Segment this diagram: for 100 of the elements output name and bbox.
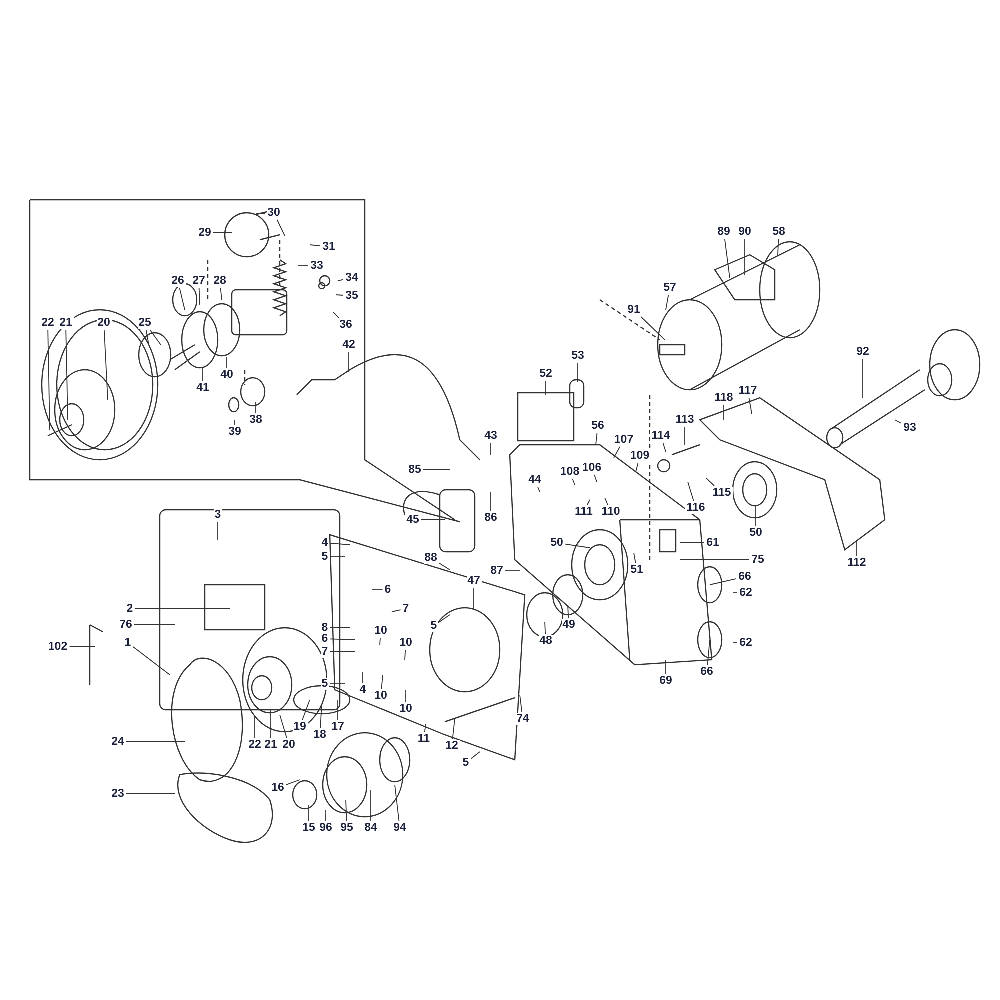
callout-number: 87 [490, 565, 504, 577]
leader-line [587, 500, 590, 506]
callout-number: 53 [570, 350, 586, 362]
callout-number: 50 [550, 537, 564, 549]
callout-number: 34 [344, 272, 360, 284]
callout-number: 6 [320, 633, 330, 645]
callout-number: 85 [408, 464, 422, 476]
callout-number: 76 [118, 619, 134, 631]
leader-line [710, 578, 737, 586]
callout-number: 23 [110, 788, 126, 800]
callout-number: 19 [292, 721, 308, 733]
leader-line [348, 352, 350, 372]
callout-number: 21 [264, 739, 278, 751]
callout-number: 20 [96, 317, 112, 329]
callout-number: 26 [170, 275, 186, 287]
leader-line [862, 358, 864, 398]
leader-line [505, 570, 520, 572]
leader-line [362, 672, 364, 684]
callout-number: 114 [650, 430, 672, 442]
callout-number: 24 [110, 736, 126, 748]
callout-number: 16 [270, 782, 286, 794]
callout-number: 109 [629, 450, 651, 462]
leader-line [520, 694, 523, 712]
leader-line [568, 604, 570, 618]
leader-line [572, 478, 576, 486]
leader-line [48, 330, 50, 430]
leader-line [744, 238, 746, 276]
leader-line [684, 426, 686, 446]
leader-line [134, 608, 230, 610]
callout-number: 10 [398, 637, 414, 649]
leader-line [394, 784, 400, 822]
leader-line [202, 368, 204, 382]
callout-number: 12 [444, 740, 460, 752]
leader-line [894, 420, 902, 424]
leader-line [392, 610, 402, 612]
callout-number: 28 [212, 275, 228, 287]
leader-line [330, 638, 356, 640]
callout-number: 11 [416, 733, 432, 745]
leader-line [308, 804, 310, 822]
callout-number: 8 [320, 622, 330, 634]
leader-line [276, 220, 286, 236]
callout-number: 69 [658, 675, 674, 687]
callout-number: 20 [282, 739, 296, 751]
leader-line [302, 700, 310, 720]
callout-number: 33 [310, 260, 324, 272]
callout-number: 5 [320, 551, 330, 563]
leader-line [226, 356, 228, 368]
leader-line [213, 232, 232, 234]
callout-number: 56 [590, 420, 606, 432]
leader-line [254, 714, 256, 738]
leader-line [565, 544, 590, 548]
callout-number: 45 [406, 514, 420, 526]
callout-number: 10 [374, 690, 388, 702]
leader-line [338, 279, 344, 282]
callout-number: 117 [737, 385, 759, 397]
leader-line [346, 800, 348, 822]
callout-number: 6 [384, 584, 392, 596]
callout-number: 38 [248, 414, 264, 426]
leader-line [336, 294, 344, 296]
leader-line [537, 486, 540, 492]
callout-number: 113 [674, 414, 696, 426]
callout-number: 108 [559, 466, 581, 478]
callout-number: 18 [312, 729, 328, 741]
callout-number: 47 [466, 575, 482, 587]
leader-line [330, 556, 346, 558]
leader-line [604, 498, 608, 506]
leader-line [320, 704, 322, 728]
callout-number: 49 [562, 619, 576, 631]
leader-line [234, 420, 236, 426]
leader-line [69, 646, 96, 648]
leader-line [134, 624, 176, 626]
leader-line [748, 398, 752, 414]
callout-number: 66 [700, 666, 714, 678]
callout-number: 92 [856, 346, 870, 358]
leader-line [146, 330, 150, 346]
leader-line [614, 446, 621, 458]
leader-line [707, 640, 710, 666]
callout-number: 10 [374, 625, 388, 637]
callout-number: 7 [320, 646, 330, 658]
callout-number: 29 [198, 227, 212, 239]
leader-line [688, 482, 694, 502]
callout-number: 10 [398, 703, 414, 715]
callout-number: 40 [220, 369, 234, 381]
leader-line [706, 478, 715, 486]
callout-number: 95 [340, 822, 354, 834]
leader-line [636, 462, 639, 472]
callout-number: 43 [484, 430, 498, 442]
callout-number: 4 [358, 684, 368, 696]
leader-line [270, 710, 272, 738]
callout-number: 50 [748, 527, 764, 539]
leader-line [724, 238, 730, 278]
callout-number: 90 [738, 226, 752, 238]
leader-line [381, 674, 384, 690]
callout-number: 91 [626, 304, 642, 316]
leader-line [370, 790, 372, 822]
callout-number: 110 [600, 506, 622, 518]
leader-line [544, 622, 546, 634]
leader-line [490, 442, 492, 456]
callout-number: 107 [613, 434, 635, 446]
leader-line [424, 724, 426, 732]
